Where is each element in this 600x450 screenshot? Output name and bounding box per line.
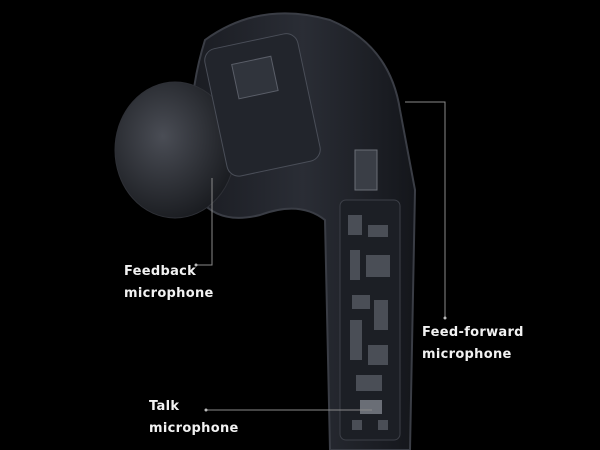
label-line: microphone: [124, 286, 214, 301]
feedforward-leader: [405, 101, 446, 318]
label-line: Talk: [149, 399, 180, 414]
label-line: microphone: [422, 347, 512, 362]
talk-microphone-label: Talk microphone: [149, 396, 239, 440]
leader-lines: [196, 101, 446, 411]
feedback-microphone-label: Feedback microphone: [124, 261, 214, 305]
feedback-leader: [196, 178, 213, 266]
feedforward-microphone-label: Feed-forward microphone: [422, 322, 524, 366]
label-line: microphone: [149, 421, 239, 436]
label-line: Feed-forward: [422, 325, 524, 340]
label-line: Feedback: [124, 264, 197, 279]
